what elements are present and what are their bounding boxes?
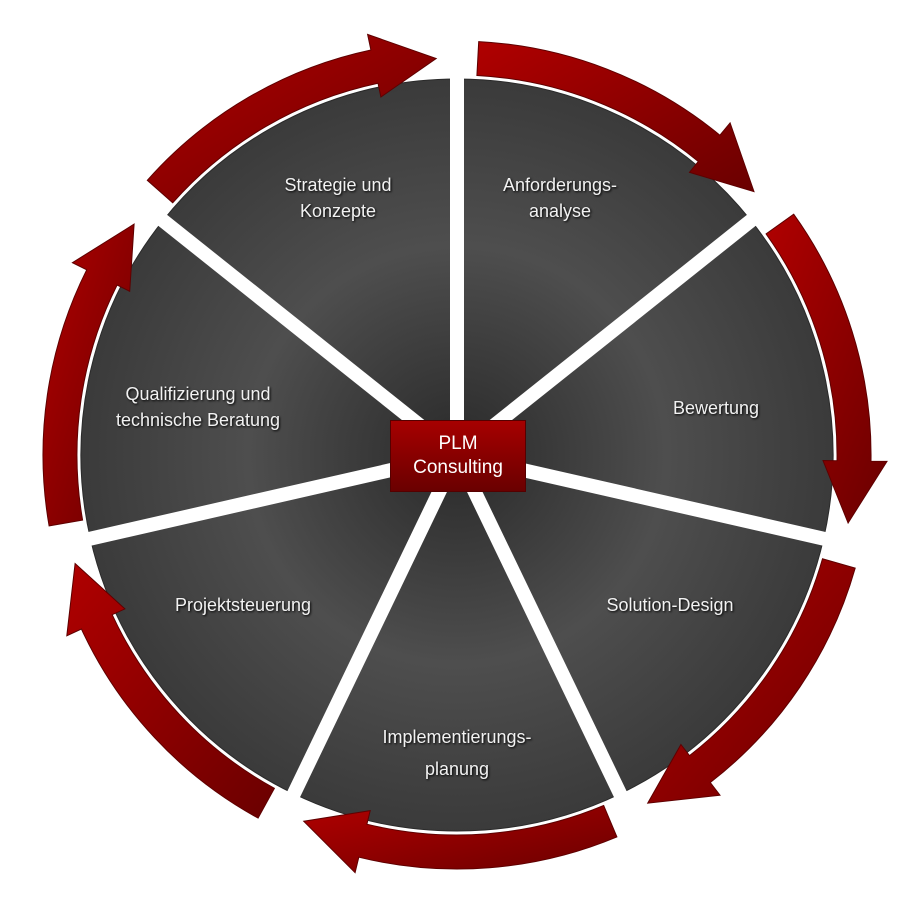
cycle-arrow: [646, 558, 856, 804]
segment-gap: [450, 451, 649, 842]
center-box-plm-consulting: PLM Consulting: [390, 420, 526, 492]
segment-label-implementierungsplanung: Implementierungs-planung: [382, 727, 532, 779]
cycle-arrow: [42, 223, 135, 527]
cycle-arrow: [146, 33, 438, 204]
cycle-arrow: [765, 213, 888, 525]
segment-label-projektsteuerung: Projektsteuerung: [174, 595, 312, 615]
segment-wedge: [293, 453, 621, 832]
segment-gap: [40, 448, 459, 557]
center-title-line2: Consulting: [413, 457, 503, 478]
cycle-arrow: [302, 804, 618, 874]
segment-gap: [452, 183, 795, 461]
segment-wedge: [80, 219, 459, 540]
segment-wedge: [162, 78, 458, 457]
segment-gap: [265, 451, 464, 842]
cycle-arrow: [66, 562, 276, 819]
segment-gap: [455, 448, 874, 557]
center-title-line1: PLM: [438, 433, 478, 454]
segment-wedge: [455, 219, 834, 540]
segment-wedge: [456, 454, 825, 795]
segment-gap: [119, 183, 462, 461]
cycle-arrow: [476, 41, 755, 193]
segment-label-anforderungsanalyse: Anforderungs-analyse: [502, 175, 618, 221]
segment-wedge: [89, 454, 458, 795]
segment-label-solution-design: Solution-Design: [606, 595, 734, 615]
segment-label-bewertung: Bewertung: [672, 398, 760, 418]
segment-wedge: [456, 78, 752, 457]
